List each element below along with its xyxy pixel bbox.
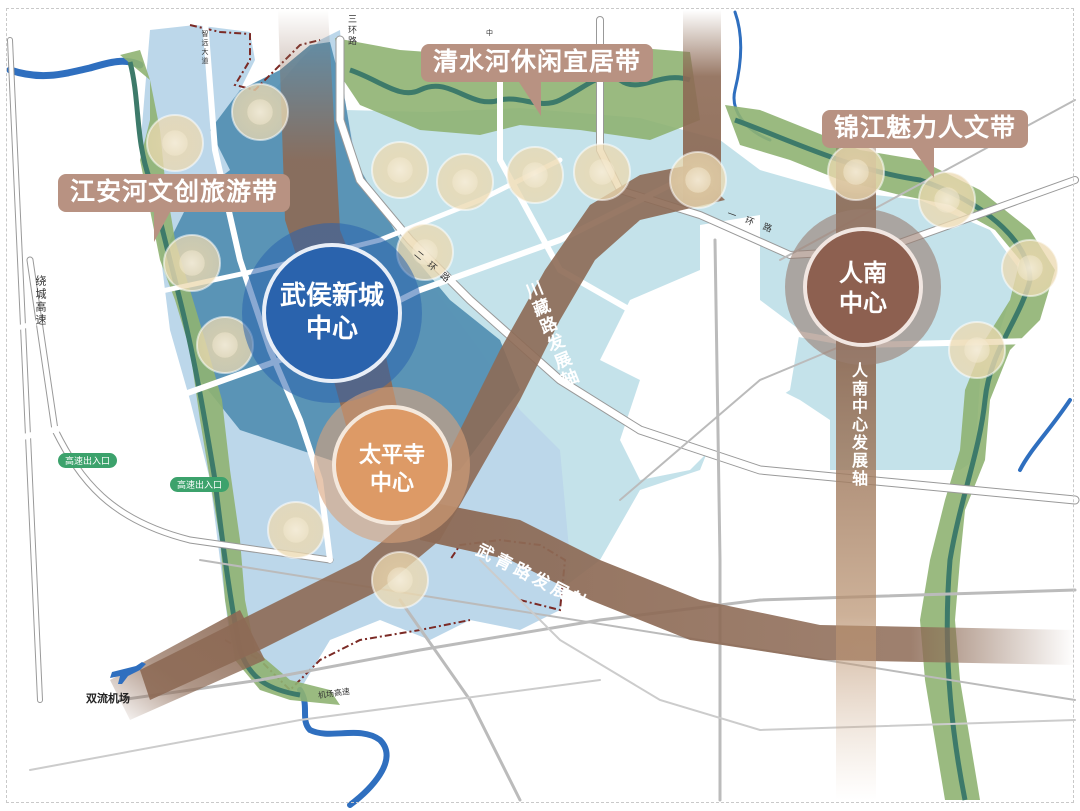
- center-wuhou-line2: 中心: [305, 313, 358, 344]
- node: [163, 234, 221, 292]
- axis-airport: [110, 610, 265, 720]
- center-rennan-label: 人南 中心: [813, 258, 913, 318]
- center-wuhou-label: 武侯新城 中心: [262, 280, 402, 345]
- node: [371, 551, 429, 609]
- node: [948, 321, 1006, 379]
- river-east: [1018, 398, 1072, 472]
- center-taipingsi-line2: 中心: [369, 470, 414, 496]
- urban-gap: [600, 215, 800, 480]
- node: [436, 153, 494, 211]
- road-label-zhiyuan: 智远大道: [201, 30, 209, 66]
- node: [267, 501, 325, 559]
- airport-marker: 双流机场: [86, 672, 130, 706]
- callout-qingshui-belt: 清水河休闲宜居带: [421, 44, 654, 116]
- river-south: [297, 687, 390, 808]
- center-taipingsi[interactable]: [332, 405, 452, 525]
- road-label-ring-expressway: 绕城高速: [34, 275, 47, 327]
- node: [506, 146, 564, 204]
- axis-rennan-label: 人南中心发展轴: [849, 362, 868, 488]
- greenbelt-jiangan: [120, 50, 340, 705]
- nodes: [146, 83, 1059, 609]
- road-label-ring3: 三环路: [346, 14, 356, 47]
- node: [827, 143, 885, 201]
- node: [146, 114, 204, 172]
- axis-rennan-bottom: [836, 340, 876, 800]
- center-rennan[interactable]: [803, 227, 923, 347]
- river-west: [6, 57, 144, 80]
- center-rennan-line1: 人南: [839, 259, 887, 287]
- expressway-exit-badge: 高速出入口: [58, 453, 118, 468]
- center-wuhou[interactable]: [262, 243, 402, 383]
- node: [918, 171, 976, 229]
- airport-label: 双流机场: [86, 692, 130, 705]
- center-wuhou-line1: 武侯新城: [279, 281, 384, 311]
- callout-jinjiang-belt: 锦江魅力人文带: [822, 110, 1029, 178]
- node: [231, 83, 289, 141]
- airplane-icon: [110, 662, 146, 684]
- axis-wuqing: [420, 500, 1075, 665]
- road-label-zhong: 中: [486, 29, 493, 37]
- center-rennan-line2: 中心: [839, 289, 887, 317]
- node: [573, 143, 631, 201]
- node: [669, 151, 727, 209]
- callout-jiangan-belt: 江安河文创旅游带: [58, 174, 291, 242]
- expressway-exit-badge: 高速出入口: [170, 477, 230, 492]
- node: [371, 141, 429, 199]
- center-taipingsi-line1: 太平寺: [358, 443, 425, 468]
- center-taipingsi-label: 太平寺 中心: [332, 442, 452, 497]
- node: [1001, 239, 1059, 297]
